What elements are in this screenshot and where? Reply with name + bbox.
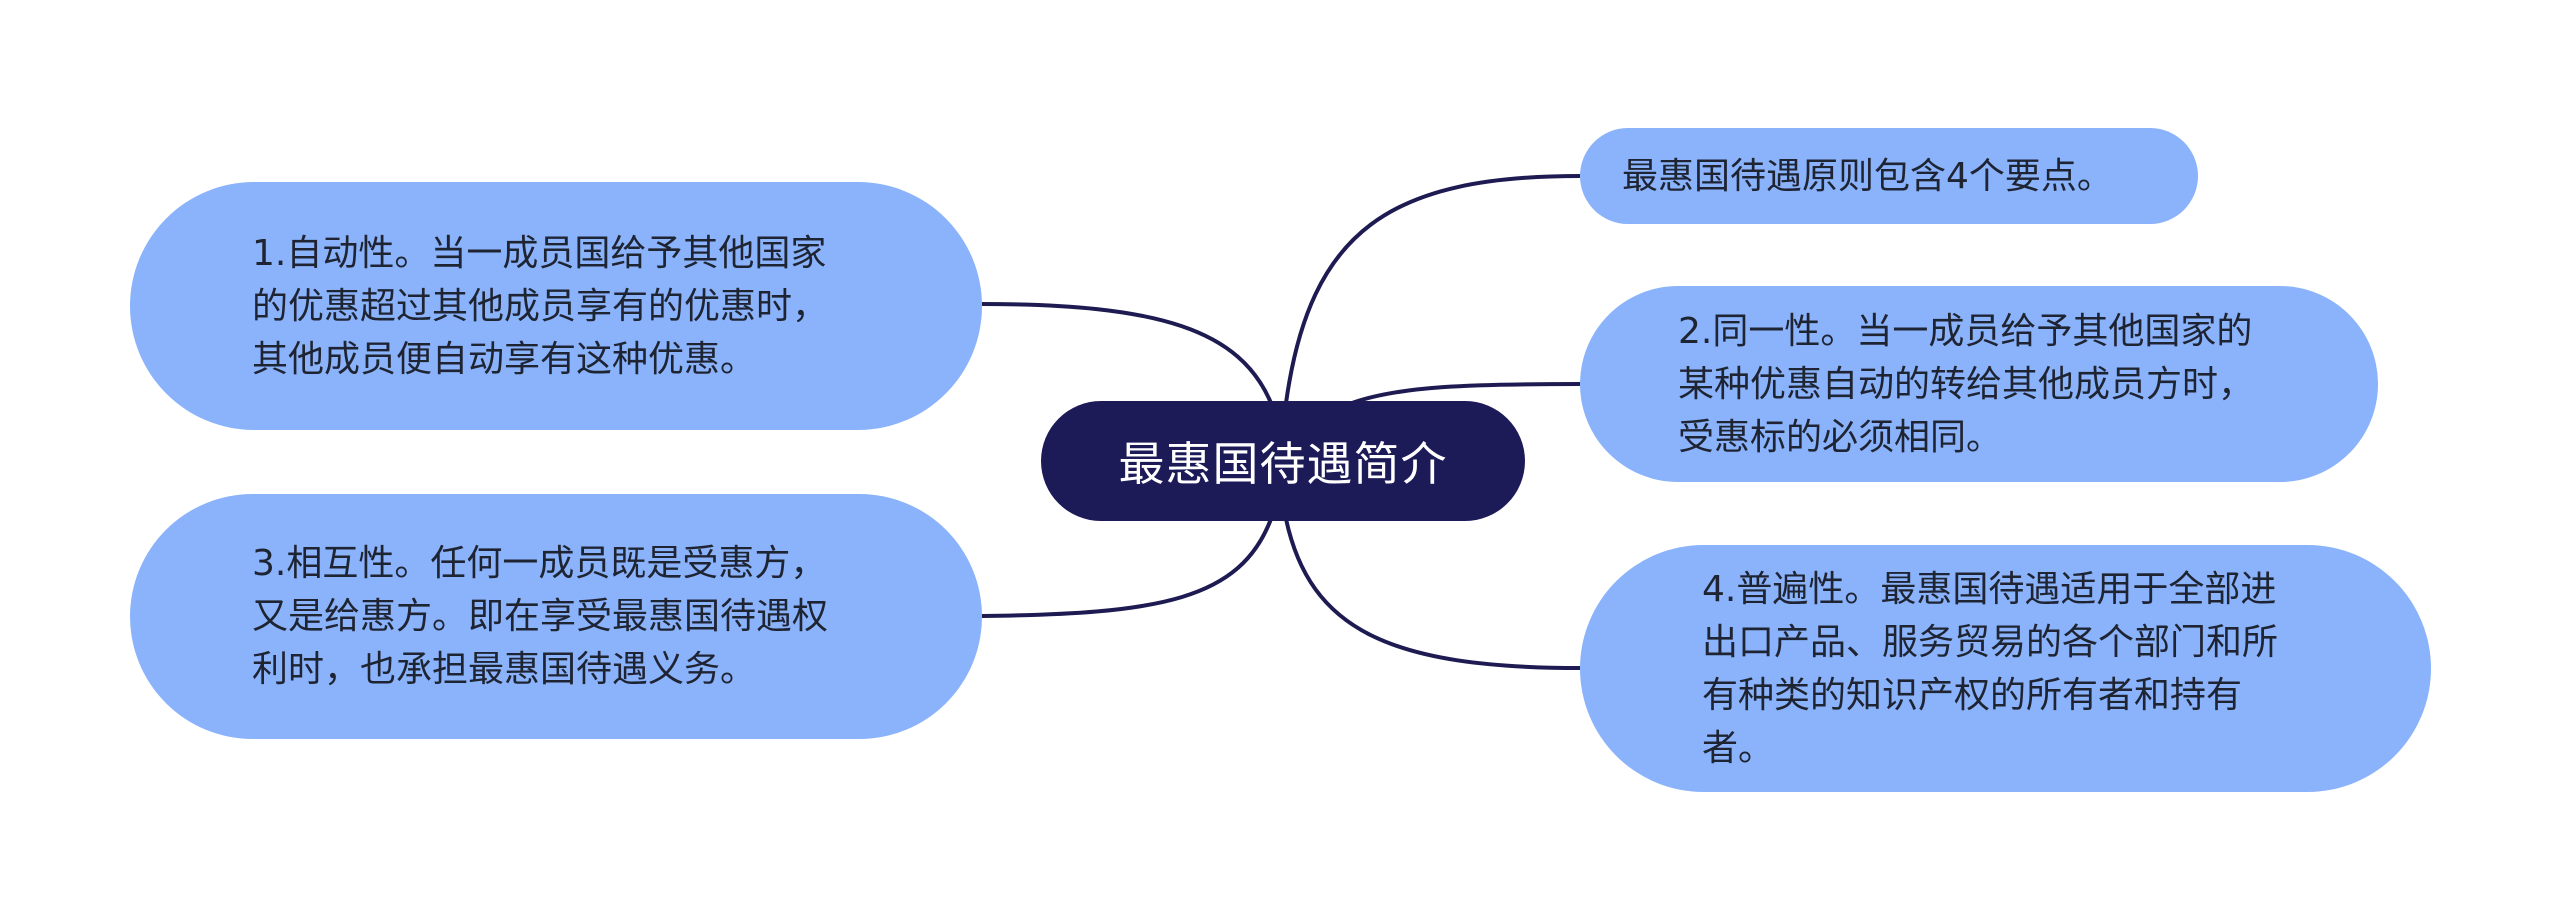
- topic-node-text: 最惠国待遇原则包含4个要点。: [1622, 155, 2113, 197]
- topic-node-text: 4.普遍性。最惠国待遇适用于全部进出口产品、服务贸易的各个部门和所有种类的知识产…: [1702, 568, 2279, 769]
- topic-node-text: 2.同一性。当一成员给予其他国家的某种优惠自动的转给其他成员方时，受惠标的必须相…: [1678, 310, 2255, 458]
- central-topic-label: 最惠国待遇简介: [1118, 437, 1448, 491]
- topic-node-reciprocity[interactable]: 3.相互性。任何一成员既是受惠方，又是给惠方。即在享受最惠国待遇权利时，也承担最…: [130, 494, 982, 739]
- topic-node-universality[interactable]: 4.普遍性。最惠国待遇适用于全部进出口产品、服务贸易的各个部门和所有种类的知识产…: [1580, 545, 2431, 792]
- connector-center-to-right-2: [1351, 382, 1581, 405]
- topic-node-text: 3.相互性。任何一成员既是受惠方，又是给惠方。即在享受最惠国待遇权利时，也承担最…: [252, 543, 829, 690]
- connector-center-to-right-3: [1284, 518, 1581, 670]
- topic-node-identity[interactable]: 2.同一性。当一成员给予其他国家的某种优惠自动的转给其他成员方时，受惠标的必须相…: [1580, 286, 2378, 482]
- connector-center-to-left-1: [981, 302, 1273, 404]
- connector-center-to-right-1: [1284, 174, 1581, 404]
- central-topic[interactable]: 最惠国待遇简介: [1041, 401, 1525, 521]
- topic-node-autonomy[interactable]: 1.自动性。当一成员国给予其他国家的优惠超过其他成员享有的优惠时，其他成员便自动…: [130, 182, 982, 430]
- topic-node-text: 1.自动性。当一成员国给予其他国家的优惠超过其他成员享有的优惠时，其他成员便自动…: [252, 232, 829, 380]
- topic-node-four-points[interactable]: 最惠国待遇原则包含4个要点。: [1580, 128, 2198, 224]
- connector-center-to-left-2: [981, 518, 1273, 618]
